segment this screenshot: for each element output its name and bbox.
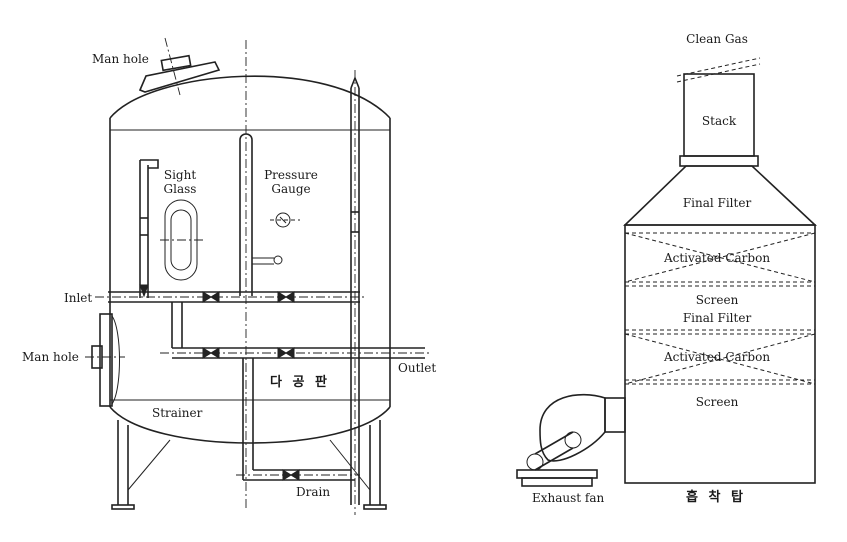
final-filter-mid-label: Final Filter [682, 311, 752, 325]
vessel-top-head [109, 75, 391, 119]
vessel-legs [111, 420, 387, 510]
manhole-side-label: Man hole [22, 350, 79, 364]
vessel-bottom-head [109, 406, 391, 444]
pressure-gauge-label: Pressure [264, 168, 318, 182]
screen-label-1: Screen [695, 293, 739, 307]
activated-carbon-label-2: Activated Carbon [663, 350, 771, 364]
drain-pipe [236, 358, 360, 481]
side-manhole [99, 313, 113, 407]
final-filter-top-label: Final Filter [682, 196, 752, 210]
activated-carbon-label-1: Activated Carbon [663, 251, 771, 265]
sight-glass-label: Sight [163, 168, 197, 182]
absorption-tower-label: 흡 착 탑 [686, 490, 746, 505]
pressure-vessel [85, 37, 430, 515]
adsorption-tower [516, 57, 818, 487]
perforated-plate-label: 다 공 판 [270, 375, 330, 390]
exhaust-fan [516, 393, 626, 487]
manhole-top-label: Man hole [92, 52, 149, 66]
inlet-header [95, 291, 365, 303]
clean-gas-label: Clean Gas [686, 32, 748, 46]
screen-label-2: Screen [695, 395, 739, 409]
strainer-label: Strainer [152, 406, 203, 420]
inlet-label: Inlet [64, 291, 93, 305]
pressure-gauge-label-2: Gauge [271, 182, 311, 196]
tower-body [624, 224, 816, 484]
outlet-header [160, 302, 430, 359]
drain-label: Drain [296, 485, 331, 499]
pressure-gauge [239, 133, 300, 296]
outlet-label: Outlet [398, 361, 437, 375]
stack-label: Stack [701, 114, 737, 128]
sight-glass [139, 159, 205, 298]
top-manhole [138, 61, 221, 93]
sight-glass-label-2: Glass [163, 182, 197, 196]
exhaust-fan-label: Exhaust fan [532, 491, 605, 505]
